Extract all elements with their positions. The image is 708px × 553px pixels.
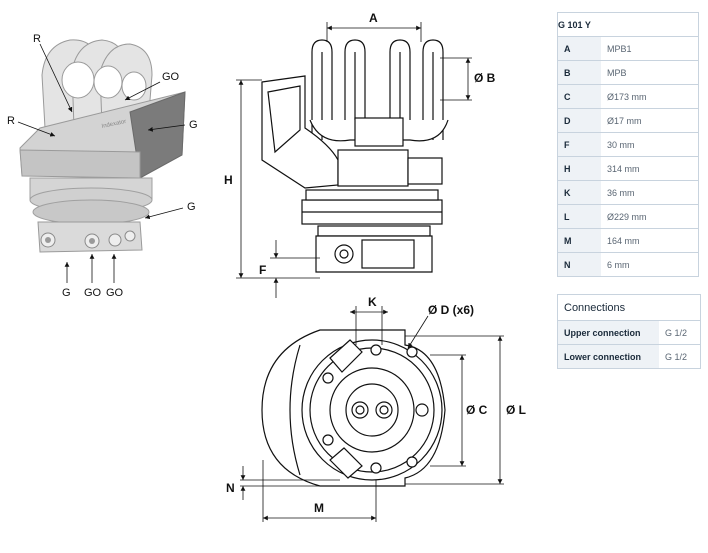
- label-r-top: R: [33, 33, 41, 45]
- dim-m: M: [314, 501, 324, 515]
- connection-label: Upper connection: [558, 321, 659, 344]
- dim-n: N: [226, 481, 235, 495]
- label-go-bottom-2: GO: [106, 287, 124, 299]
- dim-l: Ø L: [506, 403, 526, 417]
- label-go-bottom-1: GO: [84, 287, 102, 299]
- connections-table: Connections Upper connection G 1/2 Lower…: [557, 294, 701, 369]
- label-go-top: GO: [162, 71, 180, 83]
- table-row: Lower connection G 1/2: [558, 344, 700, 368]
- rotator-isometric-view: Indexator: [19, 39, 186, 253]
- rotator-bottom-view: [261, 329, 446, 487]
- svg-text:Indexator: Indexator: [101, 119, 127, 130]
- dim-f: F: [259, 263, 266, 277]
- dim-k: K: [368, 295, 377, 309]
- rotator-side-view: [261, 39, 449, 273]
- connection-value: G 1/2: [665, 351, 688, 362]
- dim-b: Ø B: [474, 71, 496, 85]
- dim-d: Ø D (x6): [428, 303, 474, 317]
- dim-h: H: [224, 173, 233, 187]
- label-r-left: R: [7, 115, 15, 127]
- label-g-right-upper: G: [189, 119, 198, 131]
- label-g-bottom: G: [62, 287, 71, 299]
- dim-a: A: [369, 11, 378, 25]
- table-row: Upper connection G 1/2: [558, 320, 700, 344]
- dim-c: Ø C: [466, 403, 488, 417]
- connection-value: G 1/2: [665, 327, 688, 338]
- spec-table-title: G 101 Y: [557, 12, 699, 37]
- connections-title: Connections: [564, 302, 626, 314]
- connection-label: Lower connection: [558, 345, 659, 368]
- label-g-right-lower: G: [187, 201, 196, 213]
